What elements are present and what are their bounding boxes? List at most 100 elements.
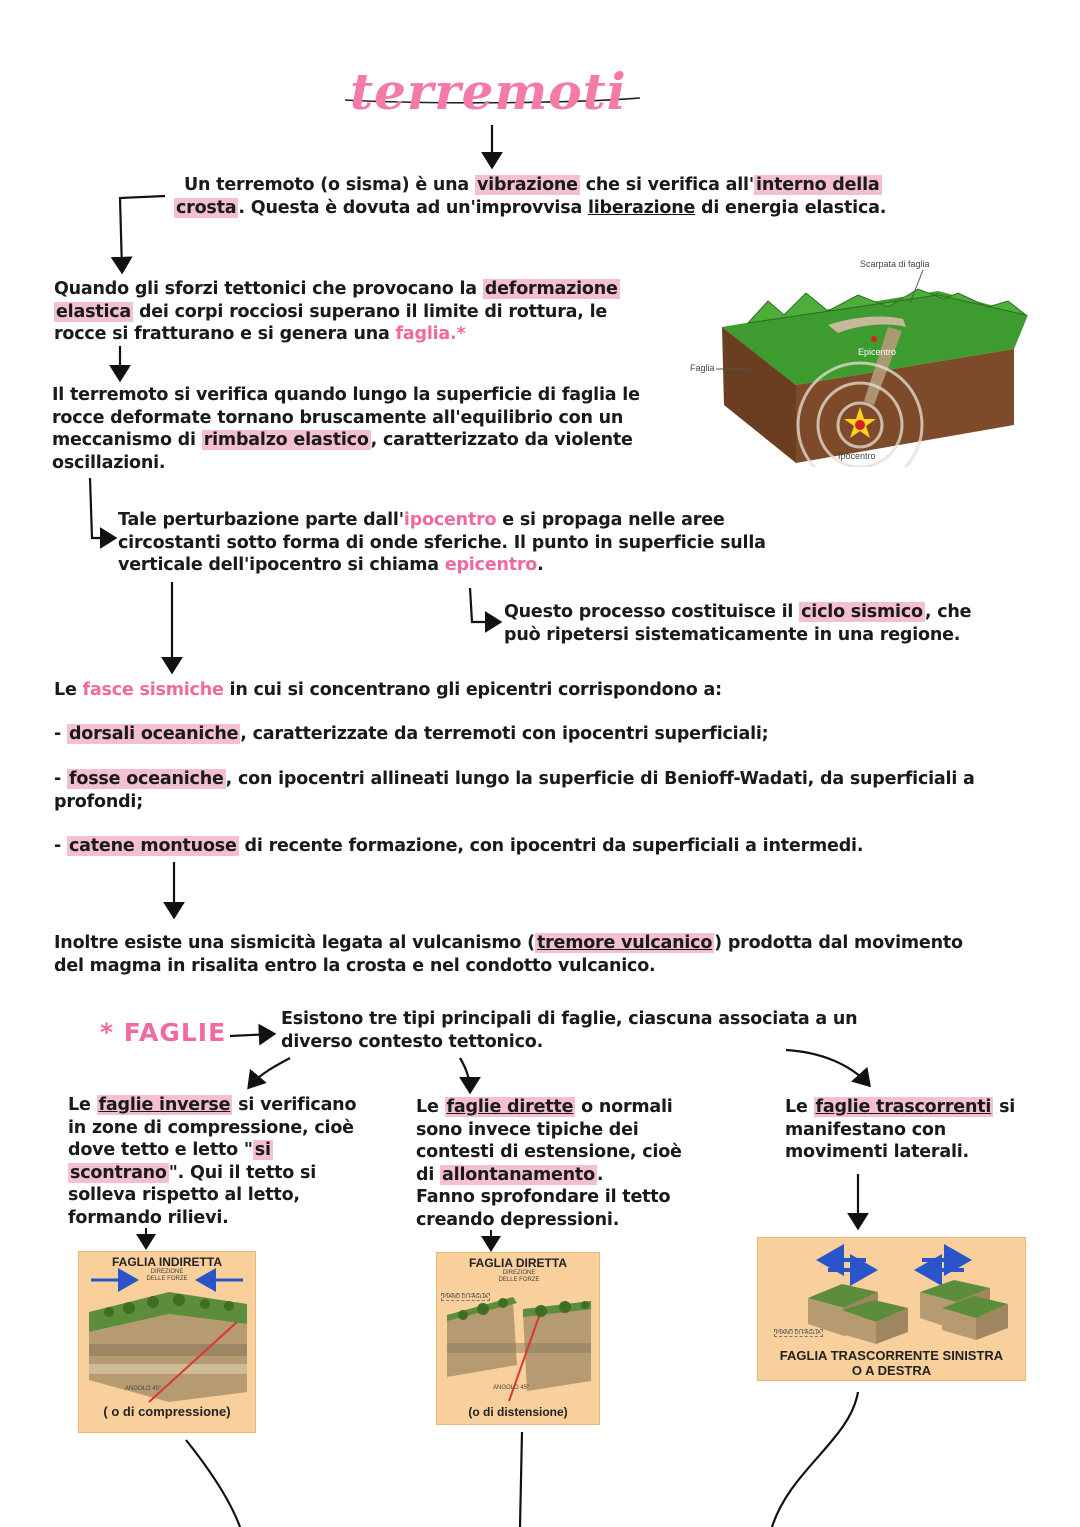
hl-elastica: elastica xyxy=(54,301,134,322)
rebound-line-2: rocce deformate tornano bruscamente all'… xyxy=(52,407,624,428)
prop-line-1a: Tale perturbazione parte dall' xyxy=(118,510,404,530)
fig-diretta-angle: ANGOLO 45° xyxy=(493,1385,530,1391)
norm-b: o normali xyxy=(575,1097,673,1117)
belt-item-dorsali: - dorsali oceaniche, caratterizzate da t… xyxy=(54,723,1014,746)
fig-indiretta-dir: DIREZIONE DELLE FORZE xyxy=(146,1269,188,1282)
earthquake-diagram: Scarpata di faglia Faglia Epicentro Ipoc… xyxy=(688,255,1033,489)
fig-diretta-plane: PIANO DI FAGLIA xyxy=(441,1293,490,1301)
hl-ciclo-sismico: ciclo sismico xyxy=(799,602,925,622)
belts-intro-b: in cui si concentrano gli epicentri corr… xyxy=(223,680,723,700)
faglie-heading: * FAGLIE xyxy=(100,1018,227,1047)
norm-l3: contesti di estensione, cioè xyxy=(416,1142,682,1162)
cycle-line-1a: Questo processo costituisce il xyxy=(504,602,800,622)
rev-a: Le xyxy=(68,1095,97,1115)
propagation-paragraph: Tale perturbazione parte dall'ipocentro … xyxy=(118,509,818,577)
norm-l4a: di xyxy=(416,1164,441,1185)
norm-l4b: . xyxy=(596,1164,604,1185)
pink-faglia: faglia xyxy=(395,324,451,344)
rebound-line-3b: , caratterizzato da violente xyxy=(370,430,633,450)
prop-line-2: circostanti sotto forma di onde sferiche… xyxy=(118,532,766,553)
cycle-line-2: può ripetersi sistematicamente in una re… xyxy=(504,624,961,645)
intro-paragraph: Un terremoto (o sisma) è una vibrazione … xyxy=(184,174,904,197)
hl-tremore: tremore vulcanico xyxy=(534,933,715,953)
belts-intro: Le fasce sismiche in cui si concentrano … xyxy=(54,679,954,702)
reverse-fault-text: Le faglie inverse si verificano in zone … xyxy=(68,1094,368,1229)
hl-allontanamento: allontanamento xyxy=(440,1164,597,1185)
fig-diretta-caption: (o di distensione) xyxy=(468,1405,568,1419)
hl-crosta: crosta xyxy=(174,198,239,218)
hl-rimbalzo: rimbalzo elastico xyxy=(201,430,371,450)
belt-text-1: , caratterizzate da terremoti con ipocen… xyxy=(240,724,769,744)
intro-paragraph-line2: crosta. Questa è dovuta ad un'improvvisa… xyxy=(174,197,914,220)
prop-line-3a: verticale dell'ipocentro si chiama xyxy=(118,555,445,575)
deform-text-c: rocce si fratturano e si genera una xyxy=(54,324,396,344)
intro-text-1: Un terremoto (o sisma) è una xyxy=(184,175,475,195)
intro-text-3: . Questa è dovuta ad un'improvvisa xyxy=(238,198,588,218)
belt-dash-2: - xyxy=(54,769,67,789)
belt-text-2b: profondi; xyxy=(54,791,143,812)
volc-line-1a: Inoltre esiste una sismicità legata al v… xyxy=(54,933,535,953)
fig-indiretta-angle: ANGOLO 45° xyxy=(125,1386,162,1392)
hl-faglie-dirette: faglie dirette xyxy=(444,1097,576,1117)
hl-scontrano: scontrano xyxy=(68,1162,169,1183)
rev-l5: solleva rispetto al letto, xyxy=(68,1185,300,1205)
cycle-paragraph: Questo processo costituisce il ciclo sis… xyxy=(504,601,1004,646)
belt-item-fosse: - fosse oceaniche, con ipocentri allinea… xyxy=(54,768,1014,813)
rev-l4: ". Qui il tetto si xyxy=(168,1162,317,1183)
volc-line-1b: ) prodotta dal movimento xyxy=(714,933,963,953)
deform-text-a: Quando gli sforzi tettonici che provocan… xyxy=(54,279,483,299)
rebound-line-1: Il terremoto si verifica quando lungo la… xyxy=(52,385,640,405)
strike-l2: manifestano con xyxy=(785,1119,947,1140)
label-scarpata: Scarpata di faglia xyxy=(860,259,930,269)
strike-fault-text: Le faglie trascorrenti si manifestano co… xyxy=(785,1096,1055,1164)
fig-indiretta-caption: ( o di compressione) xyxy=(103,1404,231,1419)
norm-a: Le xyxy=(416,1097,445,1117)
rev-l3: dove tetto e letto " xyxy=(68,1140,253,1160)
hl-si: si xyxy=(252,1140,273,1160)
hl-interno: interno della xyxy=(754,175,882,195)
belt-text-2: , con ipocentri allineati lungo la super… xyxy=(225,769,975,789)
pink-ipocentro: ipocentro xyxy=(403,510,497,530)
volc-line-2: del magma in risalita entro la crosta e … xyxy=(54,955,656,976)
rebound-paragraph: Il terremoto si verifica quando lungo la… xyxy=(52,384,692,474)
hl-vibrazione: vibrazione xyxy=(474,175,580,195)
hl-faglie-inverse: faglie inverse xyxy=(96,1095,233,1115)
rev-l2: in zone di compressione, cioè xyxy=(68,1117,354,1138)
fig-trascorrente-plane: PIANO DI FAGLIA xyxy=(774,1329,823,1337)
figure-faglia-trascorrente: PIANO DI FAGLIA FAGLIA TRASCORRENTE SINI… xyxy=(757,1237,1026,1381)
strike-l3: movimenti laterali. xyxy=(785,1142,970,1162)
normal-fault-text: Le faglie dirette o normali sono invece … xyxy=(416,1096,716,1231)
fig-indiretta-illustration xyxy=(89,1268,247,1403)
fig-diretta-illustration xyxy=(447,1297,591,1402)
earthquake-block-illustration xyxy=(716,269,1028,489)
hl-faglie-trascorrenti: faglie trascorrenti xyxy=(813,1097,994,1117)
hl-catene: catene montuose xyxy=(66,836,239,856)
pink-epicentro: epicentro xyxy=(444,555,538,575)
fig-trascorrente-illustration xyxy=(808,1244,1008,1344)
faglia-asterisk: .* xyxy=(450,324,466,344)
strike-a: Le xyxy=(785,1097,814,1117)
norm-l5: Fanno sprofondare il tetto xyxy=(416,1187,671,1207)
deformation-paragraph: Quando gli sforzi tettonici che provocan… xyxy=(54,278,694,346)
prop-line-3b: . xyxy=(537,555,544,575)
label-faglia: Faglia xyxy=(690,363,715,373)
prop-line-1b: e si propaga nelle aree xyxy=(496,510,725,530)
ul-liberazione: liberazione xyxy=(587,198,696,218)
rebound-line-3a: meccanismo di xyxy=(52,430,202,450)
fig-trascorrente-caption-2: O A DESTRA xyxy=(851,1363,932,1378)
hl-fosse: fosse oceaniche xyxy=(66,769,226,789)
faglie-intro-1: Esistono tre tipi principali di faglie, … xyxy=(281,1009,858,1029)
fig-diretta-title: FAGLIA DIRETTA xyxy=(469,1256,567,1270)
volcanic-paragraph: Inoltre esiste una sismicità legata al v… xyxy=(54,932,1014,977)
faglie-intro: Esistono tre tipi principali di faglie, … xyxy=(281,1008,921,1053)
label-epicentro: Epicentro xyxy=(858,347,897,357)
label-ipocentro: Ipocentro xyxy=(838,451,876,461)
intro-text-2: che si verifica all' xyxy=(579,175,755,195)
deform-text-b: dei corpi rocciosi superano il limite di… xyxy=(133,301,608,322)
strike-b: si xyxy=(993,1097,1016,1117)
cycle-line-1b: , che xyxy=(924,602,972,622)
fig-trascorrente-caption-1: FAGLIA TRASCORRENTE SINISTRA xyxy=(779,1348,1004,1363)
rev-l6: formando rilievi. xyxy=(68,1207,229,1228)
figure-faglia-diretta: FAGLIA DIRETTA DIREZIONE DELLE FORZE PIA… xyxy=(436,1252,600,1425)
